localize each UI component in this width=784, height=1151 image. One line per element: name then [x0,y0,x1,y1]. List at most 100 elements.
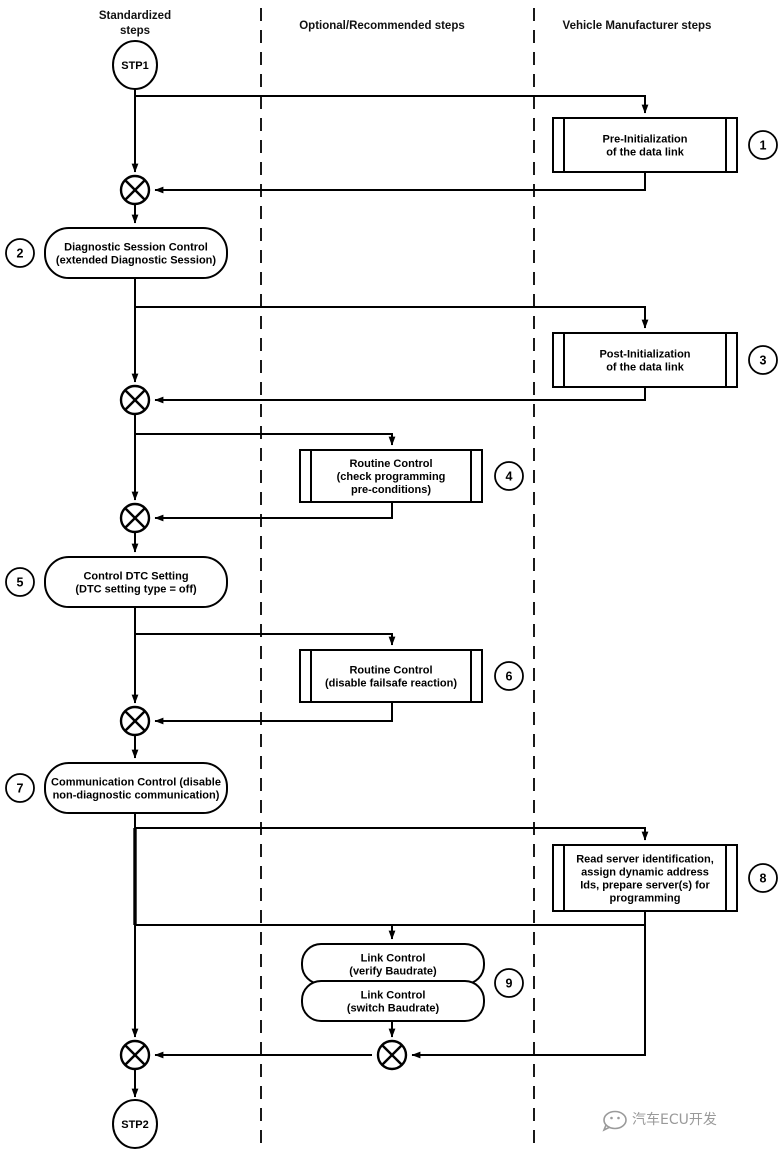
step-number-circle [5,567,35,597]
step-number-circle [748,863,778,893]
lane-header-optional: Optional/Recommended steps [299,20,465,32]
lane-headers: Standardized steps Optional/Recommended … [99,10,712,37]
node-routine-control-failsafe[interactable]: Routine Control(disable failsafe reactio… [299,649,483,703]
watermark-text: 汽车ECU开发 [632,1111,717,1128]
junction-link-control [376,1039,408,1071]
node-label-line: (extended Diagnostic Session) [56,255,216,267]
step-number-label: 4 [506,470,513,484]
node-shape-subprocess[interactable] [299,649,483,703]
step-number-label: 3 [760,354,767,368]
step-number-circle [748,345,778,375]
junction-x-stroke [124,389,146,411]
terminator-end-label: STP2 [121,1119,149,1131]
node-shape-subprocess[interactable] [299,449,483,503]
connector-to-step3 [135,306,649,329]
node-shape-rounded[interactable] [44,227,228,279]
step-number-circle [5,773,35,803]
step-number-label: 8 [760,872,767,886]
connector-to-step6 [135,633,396,646]
connector-step4-return [154,502,393,522]
step-number-circle [748,130,778,160]
node-label-line: Link Control [361,990,426,1002]
terminator-start[interactable]: STP1 [112,40,158,90]
connector-to-step8 [135,827,649,841]
node-communication-control[interactable]: Communication Control (disablenon-diagno… [44,762,228,814]
step-number-circle [5,238,35,268]
step-number-6: 6 [494,661,524,691]
junction-x-stroke [381,1044,403,1066]
terminator-start-ellipse[interactable] [112,40,158,90]
junction-after-routine-preconditions [119,502,151,534]
lane-dividers [260,8,535,1147]
node-shape-rounded[interactable] [44,762,228,814]
node-label-line: Routine Control [349,458,432,470]
junction-before-stp2 [119,1039,151,1071]
junction-after-post-init [119,384,151,416]
connector-to-step4 [135,433,396,446]
step-number-circle [494,461,524,491]
step-number-label: 9 [506,977,513,991]
junction-x-stroke [124,710,146,732]
node-label-line: (DTC setting type = off) [75,584,197,596]
connector-right-return-to-junction [411,925,646,1059]
terminator-end[interactable]: STP2 [112,1099,158,1149]
node-shape-subprocess[interactable] [552,844,738,912]
step-number-1: 1 [748,130,778,160]
junction-x-stroke [124,179,146,201]
node-read-server-identification[interactable]: Read server identification,assign dynami… [552,844,738,912]
step-number-label: 6 [506,670,513,684]
step-number-label: 5 [17,576,24,590]
node-control-dtc-setting[interactable]: Control DTC Setting(DTC setting type = o… [44,556,228,608]
lane-header-standardized-line1: Standardized [99,10,171,22]
node-routine-control-preconditions[interactable]: Routine Control(check programmingpre-con… [299,449,483,503]
node-diagnostic-session-control[interactable]: Diagnostic Session Control(extended Diag… [44,227,228,279]
step-number-9: 9 [494,968,524,998]
node-shape-subprocess[interactable] [552,117,738,173]
node-label-line: Post-Initialization [599,349,690,361]
node-label-line: (verify Baudrate) [349,966,437,978]
node-label-line: (switch Baudrate) [347,1003,440,1015]
connector-to-step1 [135,95,649,114]
node-label-line: (check programming [337,471,446,483]
junction-x-stroke [124,507,146,529]
connector-step6-return [154,702,393,725]
node-link-control-verify[interactable]: Link Control(verify Baudrate) [301,943,485,985]
step-number-8: 8 [748,863,778,893]
wechat-icon [602,1110,627,1132]
node-shape-rounded[interactable] [301,980,485,1022]
node-label-line: pre-conditions) [351,484,431,496]
step-number-4: 4 [494,461,524,491]
node-label-line: Control DTC Setting [83,571,188,583]
junction-after-routine-failsafe [119,705,151,737]
step-number-label: 2 [17,247,24,261]
node-label-line: Pre-Initialization [603,134,688,146]
junction-after-pre-init [119,174,151,206]
node-label-line: Routine Control [349,665,432,677]
lane-header-vehicle-manufacturer: Vehicle Manufacturer steps [563,20,712,32]
node-label-line: Diagnostic Session Control [64,242,208,254]
node-label-line: assign dynamic address [581,867,709,879]
node-shape-subprocess[interactable] [552,332,738,388]
lane-header-standardized-line2: steps [120,25,150,37]
step-number-label: 1 [760,139,767,153]
node-label-line: of the data link [606,362,685,374]
step-number-label: 7 [17,782,24,796]
xor-junctions [119,174,408,1071]
step-number-circle [494,968,524,998]
junction-x-stroke [124,1044,146,1066]
terminator-end-ellipse[interactable] [112,1099,158,1149]
node-label-line: programming [610,893,681,905]
connectors [131,89,649,1098]
node-label-line: Communication Control (disable [51,777,221,789]
step-number-5: 5 [5,567,35,597]
step-number-7: 7 [5,773,35,803]
watermark: 汽车ECU开发 [602,1110,717,1132]
step-number-circle [494,661,524,691]
node-label-line: Link Control [361,953,426,965]
node-link-control-switch[interactable]: Link Control(switch Baudrate) [301,980,485,1022]
node-shape-rounded[interactable] [44,556,228,608]
